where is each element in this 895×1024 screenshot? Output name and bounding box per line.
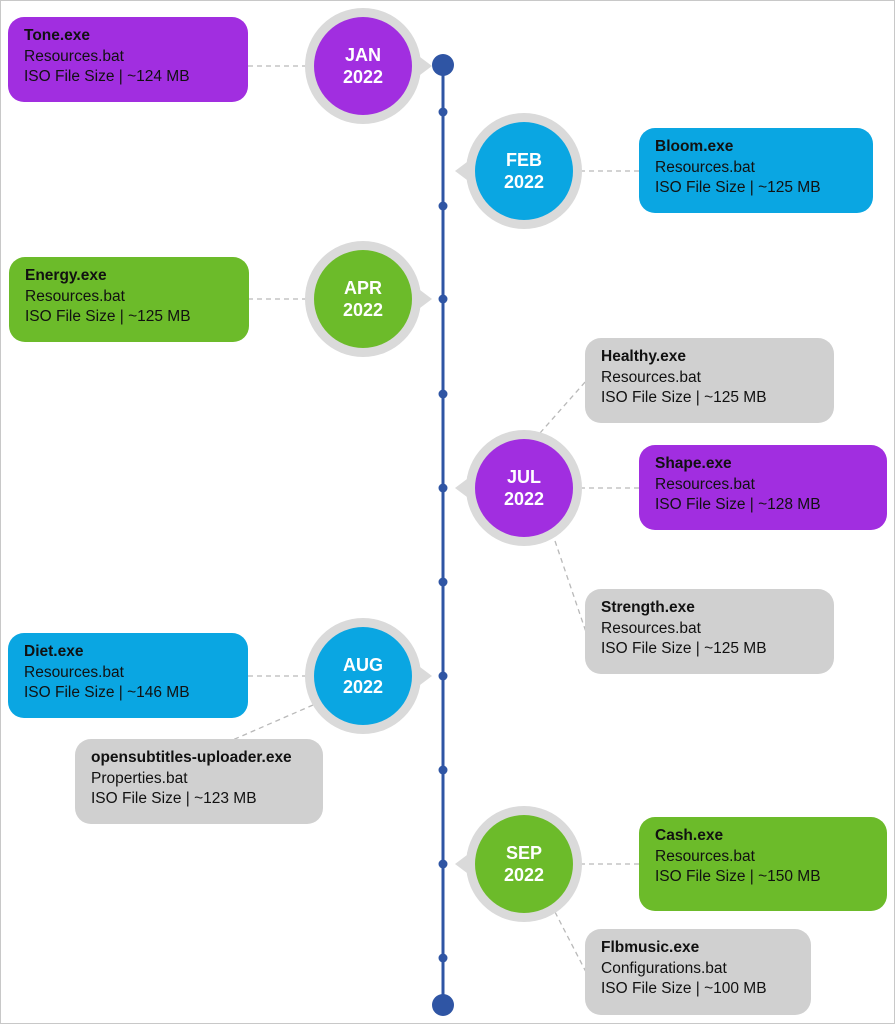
milestone-month: APR <box>343 278 382 298</box>
milestone-pointer <box>420 667 432 685</box>
card-title: Strength.exe <box>601 599 695 616</box>
milestone-pointer <box>420 57 432 75</box>
connector-healthy <box>539 380 587 434</box>
milestone-pointer <box>455 479 467 497</box>
card-file: Resources.bat <box>601 368 701 386</box>
card-size: ISO File Size | ~146 MB <box>24 684 190 701</box>
card-title: Energy.exe <box>25 267 107 284</box>
card-file: Properties.bat <box>91 769 188 787</box>
timeline-tick-dot <box>438 201 448 211</box>
card-title: Diet.exe <box>24 643 84 660</box>
timeline-tick-dot <box>438 107 448 117</box>
card-title: Shape.exe <box>655 455 732 472</box>
milestone-month: FEB <box>506 150 542 170</box>
timeline-tick-dot <box>438 483 448 493</box>
milestone-year: 2022 <box>503 172 545 192</box>
card-file: Resources.bat <box>24 47 124 65</box>
card-strength: Strength.exe Resources.bat ISO File Size… <box>585 589 834 674</box>
card-file: Resources.bat <box>655 475 755 493</box>
milestone-pointer <box>420 290 432 308</box>
milestone-year: 2022 <box>503 489 545 509</box>
card-title: Flbmusic.exe <box>601 939 700 956</box>
card-file: Resources.bat <box>655 158 755 176</box>
milestone-month: JAN <box>344 45 381 65</box>
card-size: ISO File Size | ~125 MB <box>25 308 191 325</box>
milestone-month: AUG <box>343 655 383 675</box>
timeline-tick-dot <box>438 859 448 869</box>
milestone-year: 2022 <box>342 67 384 87</box>
timeline-tick-dot <box>438 671 448 681</box>
card-healthy: Healthy.exe Resources.bat ISO File Size … <box>585 338 834 423</box>
timeline-tick-dot <box>438 953 448 963</box>
card-file: Resources.bat <box>655 847 755 865</box>
milestone-pointer <box>455 162 467 180</box>
timeline-tick-dot <box>438 577 448 587</box>
card-title: Cash.exe <box>655 827 724 844</box>
card-diet: Diet.exe Resources.bat ISO File Size | ~… <box>8 633 248 718</box>
timeline-tick-dot <box>438 765 448 775</box>
card-shape: Shape.exe Resources.bat ISO File Size | … <box>639 445 887 530</box>
card-title: Healthy.exe <box>601 348 687 365</box>
card-size: ISO File Size | ~125 MB <box>655 179 821 196</box>
milestone-pointer <box>455 855 467 873</box>
milestone-year: 2022 <box>342 677 384 697</box>
milestone-year: 2022 <box>342 300 384 320</box>
card-energy: Energy.exe Resources.bat ISO File Size |… <box>9 257 249 342</box>
card-size: ISO File Size | ~124 MB <box>24 68 190 85</box>
timeline-start-dot <box>432 54 454 76</box>
card-size: ISO File Size | ~125 MB <box>601 640 767 657</box>
card-file: Resources.bat <box>24 663 124 681</box>
timeline-tick-dot <box>438 389 448 399</box>
card-size: ISO File Size | ~150 MB <box>655 868 821 885</box>
card-title: opensubtitles-uploader.exe <box>91 749 292 766</box>
card-file: Resources.bat <box>25 287 125 305</box>
connector-opensubtitles <box>227 704 314 743</box>
card-size: ISO File Size | ~125 MB <box>601 389 767 406</box>
card-bloom: Bloom.exe Resources.bat ISO File Size | … <box>639 128 873 213</box>
card-title: Tone.exe <box>24 27 91 44</box>
milestone-year: 2022 <box>503 865 545 885</box>
timeline-tick-dot <box>438 294 448 304</box>
milestone-month: SEP <box>505 843 543 863</box>
connector-flbmusic <box>554 911 587 973</box>
card-title: Bloom.exe <box>655 138 734 155</box>
card-file: Configurations.bat <box>601 959 727 977</box>
card-size: ISO File Size | ~123 MB <box>91 790 257 807</box>
milestone-month: JUL <box>506 467 541 487</box>
card-file: Resources.bat <box>601 619 701 637</box>
card-size: ISO File Size | ~100 MB <box>601 980 767 997</box>
card-size: ISO File Size | ~128 MB <box>655 496 821 513</box>
card-flbmusic: Flbmusic.exe Configurations.bat ISO File… <box>585 929 811 1015</box>
card-cash: Cash.exe Resources.bat ISO File Size | ~… <box>639 817 887 911</box>
card-tone: Tone.exe Resources.bat ISO File Size | ~… <box>8 17 248 102</box>
card-opensubtitles-uploader: opensubtitles-uploader.exe Properties.ba… <box>75 739 323 824</box>
connector-strength <box>554 540 587 633</box>
timeline-end-dot <box>432 994 454 1016</box>
